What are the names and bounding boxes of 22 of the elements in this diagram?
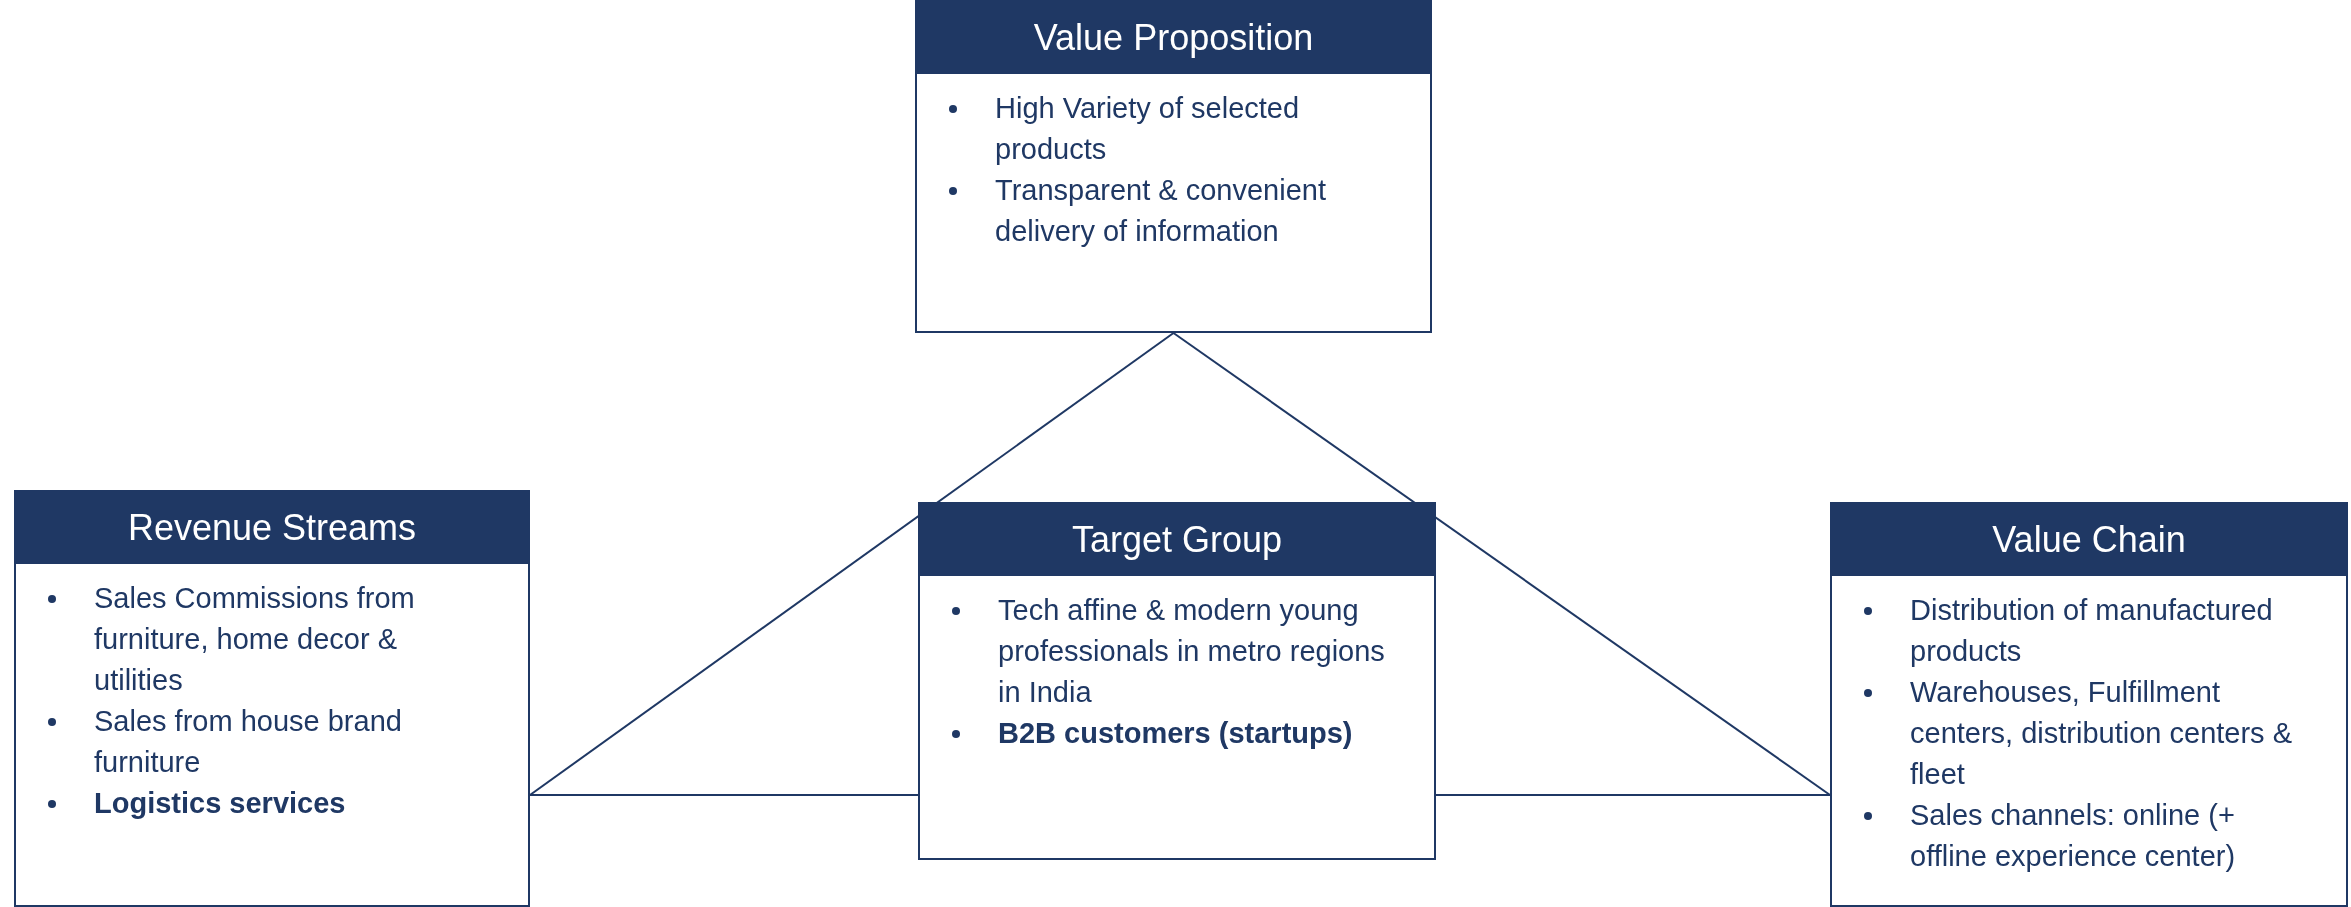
connector-line	[1172, 332, 1831, 796]
connector-line	[529, 794, 919, 796]
bullet-text: Sales channels: online (+ offline experience center)	[1910, 799, 2236, 872]
bullet-text: Transparent & convenient delivery of information	[995, 174, 1326, 247]
card-header: Target Group	[920, 504, 1434, 576]
connector-line	[1435, 794, 1831, 796]
content-card	[14, 490, 530, 907]
card-header: Revenue Streams	[16, 492, 528, 564]
content-card	[918, 502, 1436, 860]
content-card	[1830, 502, 2348, 907]
bullet-text: Tech affine & modern young professionals in metro regions in India	[998, 594, 1385, 708]
bullet-text: Logistics services	[94, 787, 346, 819]
content-card	[915, 0, 1432, 333]
bullet-text: Sales Commissions from furniture, home decor & utilities	[94, 582, 415, 696]
bullet-text: Warehouses, Fulfillment centers, distribution centers & fleet	[1910, 676, 2292, 790]
bullet-text: B2B customers (startups)	[998, 717, 1353, 749]
connector-line	[529, 332, 1175, 796]
card-header: Value Chain	[1832, 504, 2346, 576]
card-header: Value Proposition	[917, 2, 1430, 74]
bullet-text: Sales from house brand furniture	[94, 705, 402, 778]
bullet-text: Distribution of manufactured products	[1910, 594, 2273, 667]
bullet-text: High Variety of selected products	[995, 92, 1300, 165]
